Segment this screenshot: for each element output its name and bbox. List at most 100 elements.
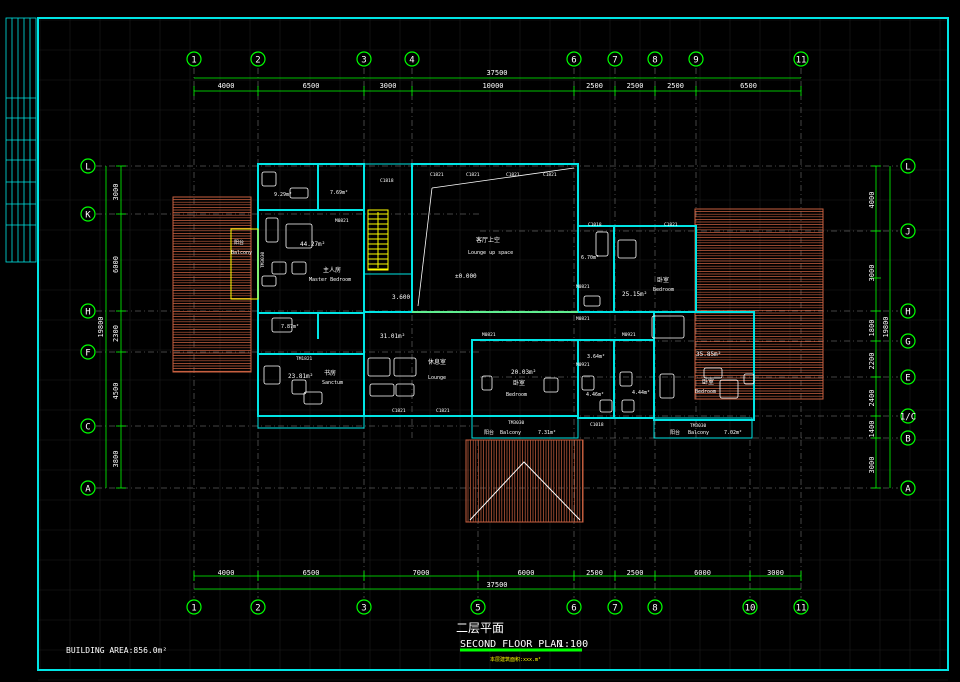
dim-top-seg: 3000: [380, 82, 397, 90]
room-name-bed1-cn: 卧室: [513, 379, 525, 387]
dim-right-seg: 2400: [868, 390, 876, 407]
svg-text:1: 1: [191, 56, 196, 66]
dim-right-seg: 1400: [868, 421, 876, 438]
tag-6: M0821: [576, 284, 590, 290]
room-name-bed3-en: Bedroom: [695, 389, 716, 395]
tag-3: C1821: [506, 172, 520, 178]
plan-title-en: SECOND FLOOR PLAN: [460, 639, 562, 650]
small-area-6: 4.46m²: [586, 392, 604, 398]
small-area-2: 7.69m²: [330, 190, 348, 196]
svg-text:E: E: [905, 374, 910, 384]
drawing-frame: [37, 17, 949, 671]
svg-text:A: A: [85, 485, 91, 495]
dim-right-seg: 3000: [868, 265, 876, 282]
dim-top-seg: 10000: [482, 82, 503, 90]
room-name-balcony-cn: 阳台: [234, 239, 244, 246]
tag-4: C1821: [543, 172, 557, 178]
room-area-master: 44.27m²: [300, 241, 325, 248]
svg-text:2: 2: [255, 56, 260, 66]
small-area-1: 9.29m²: [274, 192, 292, 198]
axis-bubble-bottom-6: 6: [566, 599, 582, 615]
svg-text:3: 3: [361, 56, 366, 66]
svg-text:G: G: [905, 338, 910, 348]
room-name-balcony-en: Balcony: [231, 250, 252, 256]
room-area-bed3: 35.85m²: [696, 351, 721, 358]
axis-bubble-right-L: L: [900, 158, 916, 174]
axis-bubble-bottom-7: 7: [607, 599, 623, 615]
axis-bubble-left-K: K: [80, 206, 96, 222]
room-name-balcony3: 阳台: [670, 429, 680, 436]
svg-text:1: 1: [191, 604, 196, 614]
room-area-lounge: 31.01m²: [380, 333, 405, 340]
furniture-symbols: [261, 171, 755, 413]
dim-bottom-seg: 4000: [218, 569, 235, 577]
svg-text:2: 2: [255, 604, 260, 614]
room-name-balcony2: 阳台: [484, 429, 494, 436]
dim-bottom-seg: 2500: [627, 569, 644, 577]
svg-text:1/C: 1/C: [900, 413, 916, 423]
dim-left-seg: 2300: [112, 325, 120, 342]
dim-left-seg: 3000: [112, 184, 120, 201]
room-name-balcony3-en: Balcony: [688, 430, 709, 436]
plan-subnote: 本层建筑面积:xxx.m²: [490, 656, 541, 663]
small-area-5: 3.64m²: [587, 354, 605, 360]
axis-bubble-bottom-8: 8: [647, 599, 663, 615]
tag-2: C1821: [466, 172, 480, 178]
tag-12: TM3030: [508, 420, 525, 426]
dim-bottom-seg: 6500: [303, 569, 320, 577]
room-area-bed1: 20.03m²: [511, 369, 536, 376]
room-name-master-en: Master Bedroom: [309, 277, 351, 283]
dim-top-seg: 2500: [627, 82, 644, 90]
room-name-lounge-en: Lounge: [428, 375, 446, 381]
level-mark-0: ±0.000: [455, 273, 477, 280]
svg-text:H: H: [905, 308, 910, 318]
tag-18: C1821: [392, 408, 406, 414]
svg-text:3: 3: [361, 604, 366, 614]
svg-text:C: C: [85, 423, 90, 433]
axis-bubble-left-A: A: [80, 480, 96, 496]
axis-bubble-right-A: A: [900, 480, 916, 496]
dim-top-seg: 6500: [740, 82, 757, 90]
tag-c1818: C1818: [380, 178, 394, 184]
axis-bubble-top-2: 2: [250, 51, 266, 67]
room-area-balcony3: 7.02m²: [724, 430, 742, 436]
axis-bubble-right-1/C: 1/C: [900, 408, 916, 424]
axis-bubble-left-C: C: [80, 418, 96, 434]
tag-13: TM3030: [690, 423, 707, 429]
small-area-4: 6.70m²: [581, 255, 599, 261]
room-labels: 主人房 Master Bedroom 44.27m² 阳台 Balcony 书房…: [231, 190, 742, 436]
axis-bubble-right-J: J: [900, 223, 916, 239]
dim-right-seg: 1800: [868, 320, 876, 337]
room-name-void-en: Lounge up space: [468, 250, 513, 256]
tag-1: C1821: [430, 172, 444, 178]
tag-11: TM1821: [296, 356, 313, 362]
room-name-bed2-en: Bedroom: [653, 287, 674, 293]
small-area-3: 7.87m²: [281, 324, 299, 330]
room-name-void-cn: 客厅上空: [476, 236, 500, 244]
tag-14: TM3030: [260, 251, 266, 268]
dim-top-seg: 6500: [303, 82, 320, 90]
axis-bubble-bottom-1: 1: [186, 599, 202, 615]
dim-left-seg: 3800: [112, 451, 120, 468]
dim-bottom-seg: 3000: [767, 569, 784, 577]
axis-bubble-bottom-11: 11: [793, 599, 809, 615]
dim-left-total: 19800: [97, 316, 105, 337]
dim-right-seg: 4000: [868, 192, 876, 209]
room-name-bed2-cn: 卧室: [657, 276, 669, 284]
axis-bubble-top-8: 8: [647, 51, 663, 67]
tag-10: M0921: [576, 362, 590, 368]
dim-top-seg: 4000: [218, 82, 235, 90]
svg-text:6: 6: [571, 56, 576, 66]
svg-text:L: L: [85, 163, 90, 173]
dim-top-seg: 2500: [586, 82, 603, 90]
svg-text:11: 11: [796, 604, 807, 614]
small-area-7: 4.44m²: [632, 390, 650, 396]
svg-text:F: F: [85, 349, 90, 359]
dim-right-seg: 2200: [868, 353, 876, 370]
dim-bottom-seg: 6000: [518, 569, 535, 577]
axis-bubble-top-11: 11: [793, 51, 809, 67]
axis-bubble-top-1: 1: [186, 51, 202, 67]
svg-text:8: 8: [652, 604, 657, 614]
plan-scale: 1:100: [558, 639, 588, 650]
